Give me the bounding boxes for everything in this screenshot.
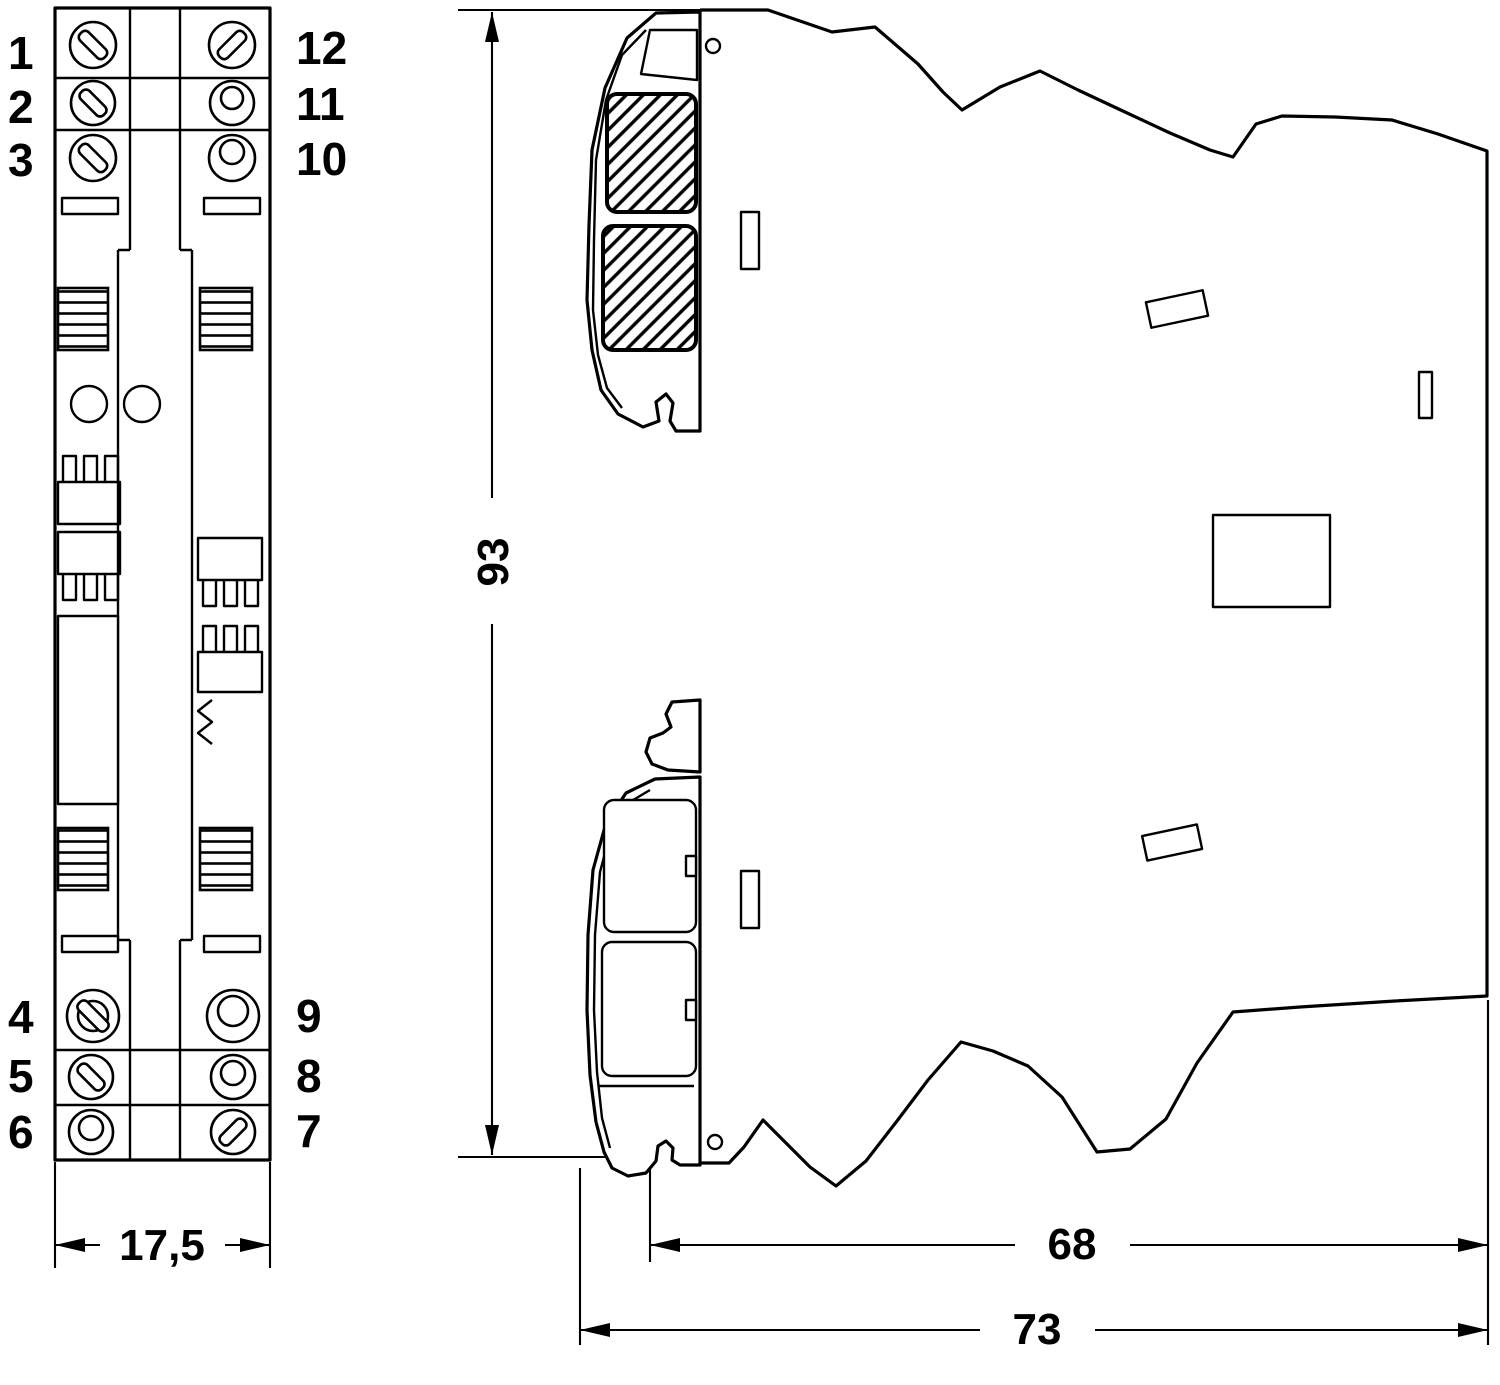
side-top-hole <box>704 37 722 55</box>
side-upper-lever-slot <box>639 28 699 82</box>
terminal-10 <box>207 133 257 183</box>
side-housing-outline <box>700 8 1489 1188</box>
side-lower-opening-2 <box>600 940 698 1078</box>
arrowhead-left <box>580 1323 610 1337</box>
terminal-9 <box>205 988 261 1044</box>
dimension-width-17-5: 17,5 <box>53 1162 272 1270</box>
front-view <box>53 6 272 1162</box>
terminal-label-11: 11 <box>296 78 345 130</box>
terminal-3 <box>68 133 118 183</box>
terminal-4 <box>65 988 121 1044</box>
side-view <box>585 8 1489 1188</box>
dimension-label-93: 93 <box>469 538 518 587</box>
front-circle-left <box>69 384 109 424</box>
side-terminal-funnel-2 <box>601 224 698 352</box>
side-terminal-funnel-1 <box>605 92 698 214</box>
front-center-block <box>56 614 120 806</box>
terminal-label-1: 1 <box>8 27 34 79</box>
front-circle-right <box>122 384 162 424</box>
front-contact-top-left <box>56 286 110 352</box>
arrowhead-left <box>650 1238 680 1252</box>
dimension-label-68: 68 <box>1048 1220 1097 1269</box>
front-zigzag <box>196 699 214 745</box>
side-slot-bottom-left <box>739 869 761 930</box>
terminal-12 <box>207 20 257 70</box>
side-upper-clamp-innerwall <box>591 29 647 409</box>
arrowhead-right <box>1458 1238 1488 1252</box>
terminal-6 <box>67 1108 115 1156</box>
terminal-8 <box>209 1053 257 1101</box>
arrowhead-right <box>1458 1323 1488 1337</box>
terminal-label-10: 10 <box>296 133 347 185</box>
terminal-label-7: 7 <box>296 1105 322 1157</box>
front-bar-top-right <box>202 196 262 216</box>
terminal-label-9: 9 <box>296 990 322 1042</box>
side-lower-opening-1 <box>602 798 698 934</box>
dimension-height-93: 93 <box>458 8 700 1159</box>
terminal-1 <box>68 20 118 70</box>
terminal-label-3: 3 <box>8 134 34 186</box>
terminal-label-6: 6 <box>8 1106 34 1158</box>
dimension-depth-68: 68 <box>648 1000 1490 1345</box>
terminal-label-12: 12 <box>296 22 347 74</box>
front-combs <box>56 454 264 694</box>
front-contact-bottom-right <box>198 826 254 892</box>
arrowhead-right <box>240 1238 270 1252</box>
terminal-11 <box>208 79 256 127</box>
side-middle-hook <box>644 698 702 774</box>
terminal-label-8: 8 <box>296 1050 322 1102</box>
terminal-label-2: 2 <box>8 81 34 133</box>
front-bar-top-left <box>60 196 120 216</box>
terminal-label-4: 4 <box>8 991 34 1043</box>
front-contact-top-right <box>198 286 254 352</box>
arrowhead-left <box>55 1238 85 1252</box>
side-slot-right <box>1417 370 1434 420</box>
terminal-7 <box>209 1108 257 1156</box>
side-opening-notch-1 <box>684 854 698 878</box>
dimension-label-73: 73 <box>1013 1305 1062 1354</box>
side-bottom-hole <box>706 1133 724 1151</box>
front-bar-bottom-left <box>60 934 120 954</box>
terminal-2 <box>69 79 117 127</box>
terminal-label-5: 5 <box>8 1050 34 1102</box>
side-slot-top-mid <box>1144 289 1210 329</box>
arrowhead-down <box>485 1125 499 1155</box>
front-contact-bottom-left <box>56 826 110 892</box>
side-opening-notch-2 <box>684 998 698 1022</box>
arrowhead-up <box>485 12 499 42</box>
terminal-labels: 1 2 3 4 5 6 12 11 10 9 8 7 <box>8 22 347 1158</box>
side-slot-top-left <box>739 210 761 271</box>
front-bar-bottom-right <box>202 934 262 954</box>
dimension-label-17-5: 17,5 <box>119 1221 205 1270</box>
dimension-depth-73: 73 <box>578 1168 1488 1354</box>
terminal-5 <box>67 1053 115 1101</box>
side-slot-bottom-mid <box>1140 823 1204 862</box>
side-window-center <box>1211 513 1332 609</box>
